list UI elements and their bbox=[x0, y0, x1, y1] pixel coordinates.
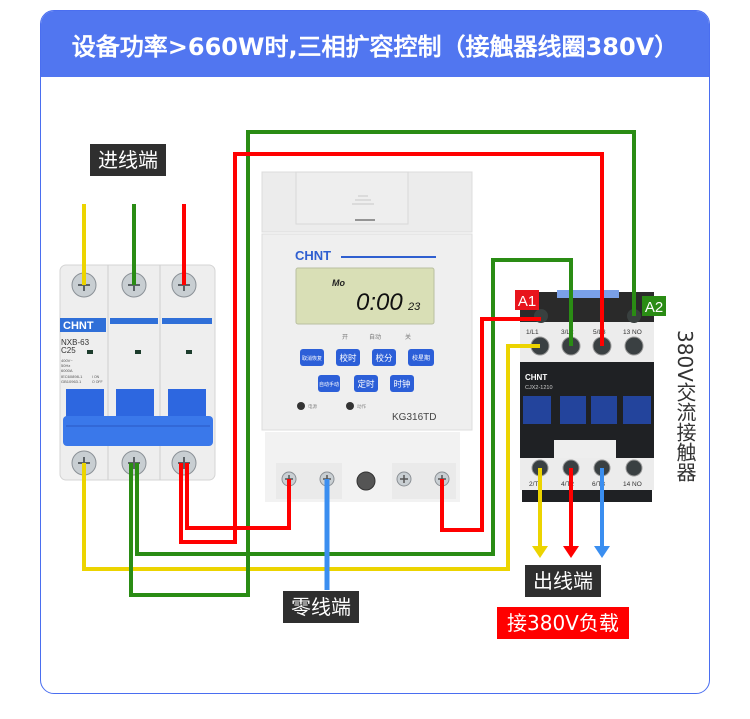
breaker-switch-mark: I ON bbox=[92, 375, 100, 379]
contactor-model: CJX2-1210 bbox=[525, 385, 553, 391]
breaker-standard: IEC60898-1 bbox=[61, 374, 83, 379]
contactor-terminal-label: 13 NO bbox=[623, 329, 642, 336]
breaker-brand: CHNT bbox=[63, 320, 94, 332]
svg-text:校星期: 校星期 bbox=[412, 354, 430, 362]
contactor-bottom-screw bbox=[625, 459, 643, 477]
auto-manual-button[interactable]: 自动手动 bbox=[318, 375, 340, 392]
breaker-handle[interactable] bbox=[63, 416, 213, 446]
breaker-bottom-screw bbox=[171, 450, 197, 476]
lcd-day: Mo bbox=[332, 278, 345, 288]
coil-a1-badge: A1 bbox=[515, 290, 539, 310]
breaker-bottom-screw bbox=[121, 450, 147, 476]
breaker-spec: 400V~ bbox=[61, 358, 73, 363]
timer-brand: CHNT bbox=[295, 248, 331, 263]
lcd-time: 0:00 bbox=[356, 289, 403, 316]
contactor-terminal-label: 6/T3 bbox=[592, 481, 605, 488]
arrow-output-t3 bbox=[594, 546, 610, 558]
breaker-switch-mark: O OFF bbox=[92, 380, 103, 384]
time-switch: CHNT Mo 0:00 23 开 自动 关 取消恢复 校时 校分 校星期 自动… bbox=[261, 171, 473, 502]
timing-button[interactable]: 定时 bbox=[354, 375, 378, 392]
indicator-label: 电源 bbox=[308, 403, 317, 410]
svg-text:自动手动: 自动手动 bbox=[319, 381, 339, 388]
contactor-terminal-label: 3/L2 bbox=[561, 329, 574, 336]
cancel-restore-button[interactable]: 取消恢复 bbox=[300, 349, 324, 366]
wire-yellow-l1 bbox=[82, 344, 540, 571]
contactor-terminal-label: 5/L3 bbox=[593, 329, 606, 336]
svg-text:校时: 校时 bbox=[339, 353, 357, 364]
timer-terminal-screw bbox=[396, 471, 412, 487]
breaker-standard: GB10963.1 bbox=[61, 379, 82, 384]
svg-text:A2: A2 bbox=[645, 299, 663, 316]
contactor-terminal-label: 2/T1 bbox=[529, 481, 542, 488]
svg-text:校分: 校分 bbox=[375, 353, 393, 364]
breaker-spec: 6000A bbox=[61, 368, 73, 373]
set-minute-button[interactable]: 校分 bbox=[372, 349, 396, 366]
breaker-spec: 50Hz bbox=[61, 363, 70, 368]
mode-label: 关 bbox=[405, 333, 411, 341]
wire-green-a2 bbox=[129, 130, 636, 597]
circuit-breaker: CHNT NXB-63 C25 400V~ 50Hz 6000A IEC6089… bbox=[59, 264, 216, 481]
contactor-terminal-label: 14 NO bbox=[623, 481, 642, 488]
wire-green-l2 bbox=[135, 258, 573, 556]
indicator-label: 动作 bbox=[357, 403, 366, 410]
svg-text:时钟: 时钟 bbox=[393, 379, 410, 390]
mode-label: 自动 bbox=[369, 333, 381, 341]
neutral-terminal-label: 零线端 bbox=[283, 591, 359, 623]
set-hour-button[interactable]: 校时 bbox=[336, 349, 360, 366]
page-title: 设备功率>660W时,三相扩容控制（接触器线圈380V） bbox=[41, 11, 709, 77]
lcd-seconds: 23 bbox=[407, 301, 421, 313]
set-weekday-button[interactable]: 校星期 bbox=[408, 349, 434, 366]
coil-a2-badge: A2 bbox=[642, 296, 666, 316]
mode-label: 开 bbox=[342, 334, 348, 341]
output-terminal-label: 出线端 bbox=[525, 565, 601, 597]
arrow-output-t1 bbox=[532, 546, 548, 558]
power-indicator bbox=[297, 402, 305, 410]
input-terminal-label: 进线端 bbox=[90, 144, 166, 176]
contactor-indicator-window bbox=[554, 440, 616, 462]
wire-red-timer-in bbox=[179, 152, 604, 544]
breaker-model: NXB-63 bbox=[61, 338, 90, 347]
lcd-display bbox=[295, 267, 435, 325]
contactor-top-screw bbox=[624, 336, 644, 356]
svg-text:取消恢复: 取消恢复 bbox=[302, 355, 322, 362]
timer-model: KG316TD bbox=[392, 412, 436, 423]
load-note-label: 接380V负载 bbox=[497, 607, 629, 639]
ac-contactor: 1/L1 3/L2 5/L3 13 NO CHNT CJX2-1210 2/T1… bbox=[515, 290, 666, 502]
wire-red-a1 bbox=[440, 317, 541, 532]
contactor-terminal-label: 4/T2 bbox=[561, 481, 574, 488]
wire-red-timer-feed bbox=[185, 463, 291, 530]
svg-text:定时: 定时 bbox=[357, 379, 375, 390]
breaker-rating: C25 bbox=[61, 346, 76, 355]
contactor-brand: CHNT bbox=[525, 373, 547, 382]
arrow-output-t2 bbox=[563, 546, 579, 558]
contactor-terminal-label: 1/L1 bbox=[526, 329, 539, 336]
clock-button[interactable]: 时钟 bbox=[390, 375, 414, 392]
svg-text:A1: A1 bbox=[518, 293, 536, 310]
contactor-side-label: 380V交流接触器 bbox=[673, 330, 697, 482]
action-indicator bbox=[346, 402, 354, 410]
